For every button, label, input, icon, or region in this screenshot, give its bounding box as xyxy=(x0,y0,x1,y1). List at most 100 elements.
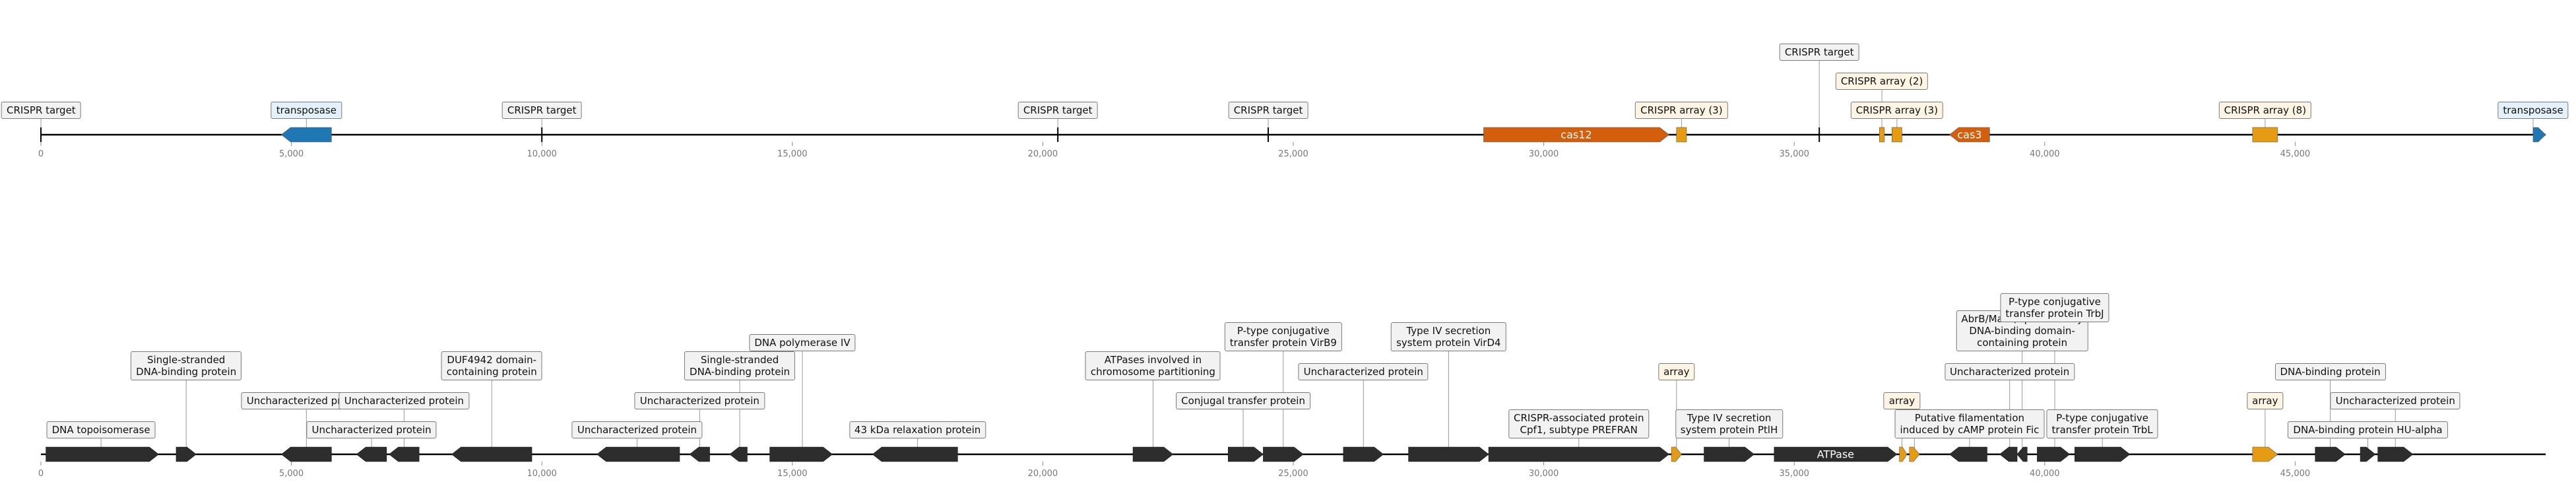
crispr-track-array-block xyxy=(1891,127,1902,143)
annotation-track-gene-arrow xyxy=(2075,446,2131,462)
annotation-track-gene-arrow xyxy=(1774,446,1898,462)
annotation-track-gene-arrow xyxy=(1949,446,1987,462)
feature-label: Uncharacterized protein xyxy=(338,392,470,409)
axis-tick-label: 35,000 xyxy=(1779,469,1809,479)
crispr-track-gene-arrow xyxy=(1949,127,1990,143)
feature-label-line: transfer protein TrbL xyxy=(2051,424,2153,436)
feature-label: DNA polymerase IV xyxy=(749,334,856,351)
feature-label: CRISPR target xyxy=(1228,102,1308,119)
annotation-track-gene-arrow xyxy=(1899,446,1908,462)
feature-label-line: CRISPR-associated protein xyxy=(1514,412,1644,424)
crispr-track-array-block xyxy=(1676,127,1687,143)
axis-tick-label: 0 xyxy=(38,149,44,159)
feature-label-line: Single-stranded xyxy=(146,354,226,366)
annotation-track-gene-arrow xyxy=(689,446,710,462)
axis-tick-label: 30,000 xyxy=(1528,149,1559,159)
feature-label: DNA-binding protein xyxy=(2274,363,2386,380)
feature-label-line: transfer protein VirB9 xyxy=(1229,337,1337,349)
axis-tick-label: 10,000 xyxy=(527,469,557,479)
axis-tick-label: 25,000 xyxy=(1278,469,1308,479)
feature-label-line: induced by cAMP protein Fic xyxy=(1900,424,2040,436)
feature-label-line: CRISPR target xyxy=(7,104,76,116)
feature-label-line: CRISPR target xyxy=(1233,104,1303,116)
feature-label: CRISPR target xyxy=(501,102,582,119)
feature-label: Uncharacterized protein xyxy=(634,392,765,409)
feature-label: Uncharacterized protein xyxy=(2330,392,2461,409)
crispr-track-gene-arrow xyxy=(2532,127,2546,143)
annotation-track-gene-arrow xyxy=(1132,446,1174,462)
feature-label: Uncharacterized protein xyxy=(306,421,437,438)
feature-label: transposase xyxy=(271,102,342,119)
feature-label: Uncharacterized protein xyxy=(571,421,703,438)
annotation-track-gene-arrow xyxy=(451,446,532,462)
crispr-track-array-block xyxy=(2252,127,2278,143)
feature-label: CRISPR array (2) xyxy=(1835,73,1929,90)
axis-tick-label: 15,000 xyxy=(777,469,808,479)
feature-label-line: Cpf1, subtype PREFRAN xyxy=(1520,424,1638,436)
axis-tick-label: 40,000 xyxy=(2030,469,2060,479)
feature-label-line: Uncharacterized protein xyxy=(2335,395,2455,407)
feature-label-line: CRISPR target xyxy=(1023,104,1093,116)
feature-label-line: chromosome partitioning xyxy=(1090,366,1215,378)
feature-label: CRISPR array (8) xyxy=(2218,102,2312,119)
annotation-track-gene-arrow xyxy=(1408,446,1489,462)
feature-label-line: transposase xyxy=(276,104,337,116)
feature-label-line: array xyxy=(2252,395,2278,407)
annotation-track-gene-arrow xyxy=(872,446,958,462)
feature-label-line: CRISPR target xyxy=(507,104,577,116)
axis-tick-label: 5,000 xyxy=(278,469,304,479)
annotation-track-gene-arrow xyxy=(2037,446,2071,462)
feature-label: DNA-binding protein HU-alpha xyxy=(2288,421,2448,438)
feature-label-line: system protein PtlH xyxy=(1680,424,1778,436)
feature-label: CRISPR target xyxy=(1,102,81,119)
feature-label: Conjugal transfer protein xyxy=(1176,392,1310,409)
feature-label-line: CRISPR array (2) xyxy=(1840,75,1923,87)
feature-label: DUF4942 domain-containing protein xyxy=(441,351,542,380)
feature-label: transposase xyxy=(2497,102,2569,119)
feature-label: array xyxy=(1658,363,1695,380)
feature-label-line: array xyxy=(1888,395,1916,407)
feature-label-line: Uncharacterized protein xyxy=(311,424,432,436)
annotation-track-gene-arrow xyxy=(176,446,197,462)
feature-label-line: transfer protein TrbJ xyxy=(2005,308,2104,320)
annotation-track-gene-arrow xyxy=(1343,446,1384,462)
crispr-track-array-block xyxy=(1879,127,1885,143)
axis-tick-label: 45,000 xyxy=(2280,469,2311,479)
feature-label: 43 kDa relaxation protein xyxy=(849,421,986,438)
axis-tick-label: 40,000 xyxy=(2030,149,2060,159)
feature-label-line: Type IV secretion xyxy=(1406,325,1491,337)
feature-label-line: DNA-binding domain- xyxy=(1969,325,2075,337)
axis-tick-label: 20,000 xyxy=(1027,469,1058,479)
feature-label-line: DUF4942 domain- xyxy=(447,354,537,366)
annotation-track-gene-arrow xyxy=(2377,446,2414,462)
axis-tick-label: 45,000 xyxy=(2280,149,2311,159)
annotation-track-gene-arrow xyxy=(389,446,420,462)
feature-label-line: Uncharacterized protein xyxy=(1303,366,1423,378)
feature-label: Uncharacterized protein xyxy=(1945,363,2075,380)
feature-label-line: ATPases involved in xyxy=(1104,354,1202,366)
annotation-track-gene-arrow xyxy=(769,446,833,462)
feature-label-line: transposase xyxy=(2503,104,2563,116)
annotation-track-gene-arrow xyxy=(1909,446,1920,462)
crispr-track-gene-arrow xyxy=(280,127,332,143)
feature-label-line: CRISPR target xyxy=(1784,46,1854,58)
feature-label-line: Uncharacterized protein xyxy=(639,395,759,407)
feature-label-line: DNA-binding protein xyxy=(690,366,790,378)
feature-label: array xyxy=(1883,392,1921,409)
feature-label: CRISPR target xyxy=(1779,44,1859,61)
feature-label: DNA topoisomerase xyxy=(46,421,156,438)
crispr-track-gene-arrow xyxy=(1483,127,1669,143)
feature-label-line: Conjugal transfer protein xyxy=(1181,395,1305,407)
annotation-track-gene-arrow xyxy=(2016,446,2028,462)
gene-name-label: cas3 xyxy=(1957,128,1982,141)
feature-label-line: Uncharacterized protein xyxy=(1950,366,2070,378)
axis-tick-label: 35,000 xyxy=(1779,149,1809,159)
annotation-track-gene-arrow xyxy=(1488,446,1669,462)
axis-tick-label: 15,000 xyxy=(777,149,808,159)
feature-label-line: Putative filamentation xyxy=(1914,412,2025,424)
